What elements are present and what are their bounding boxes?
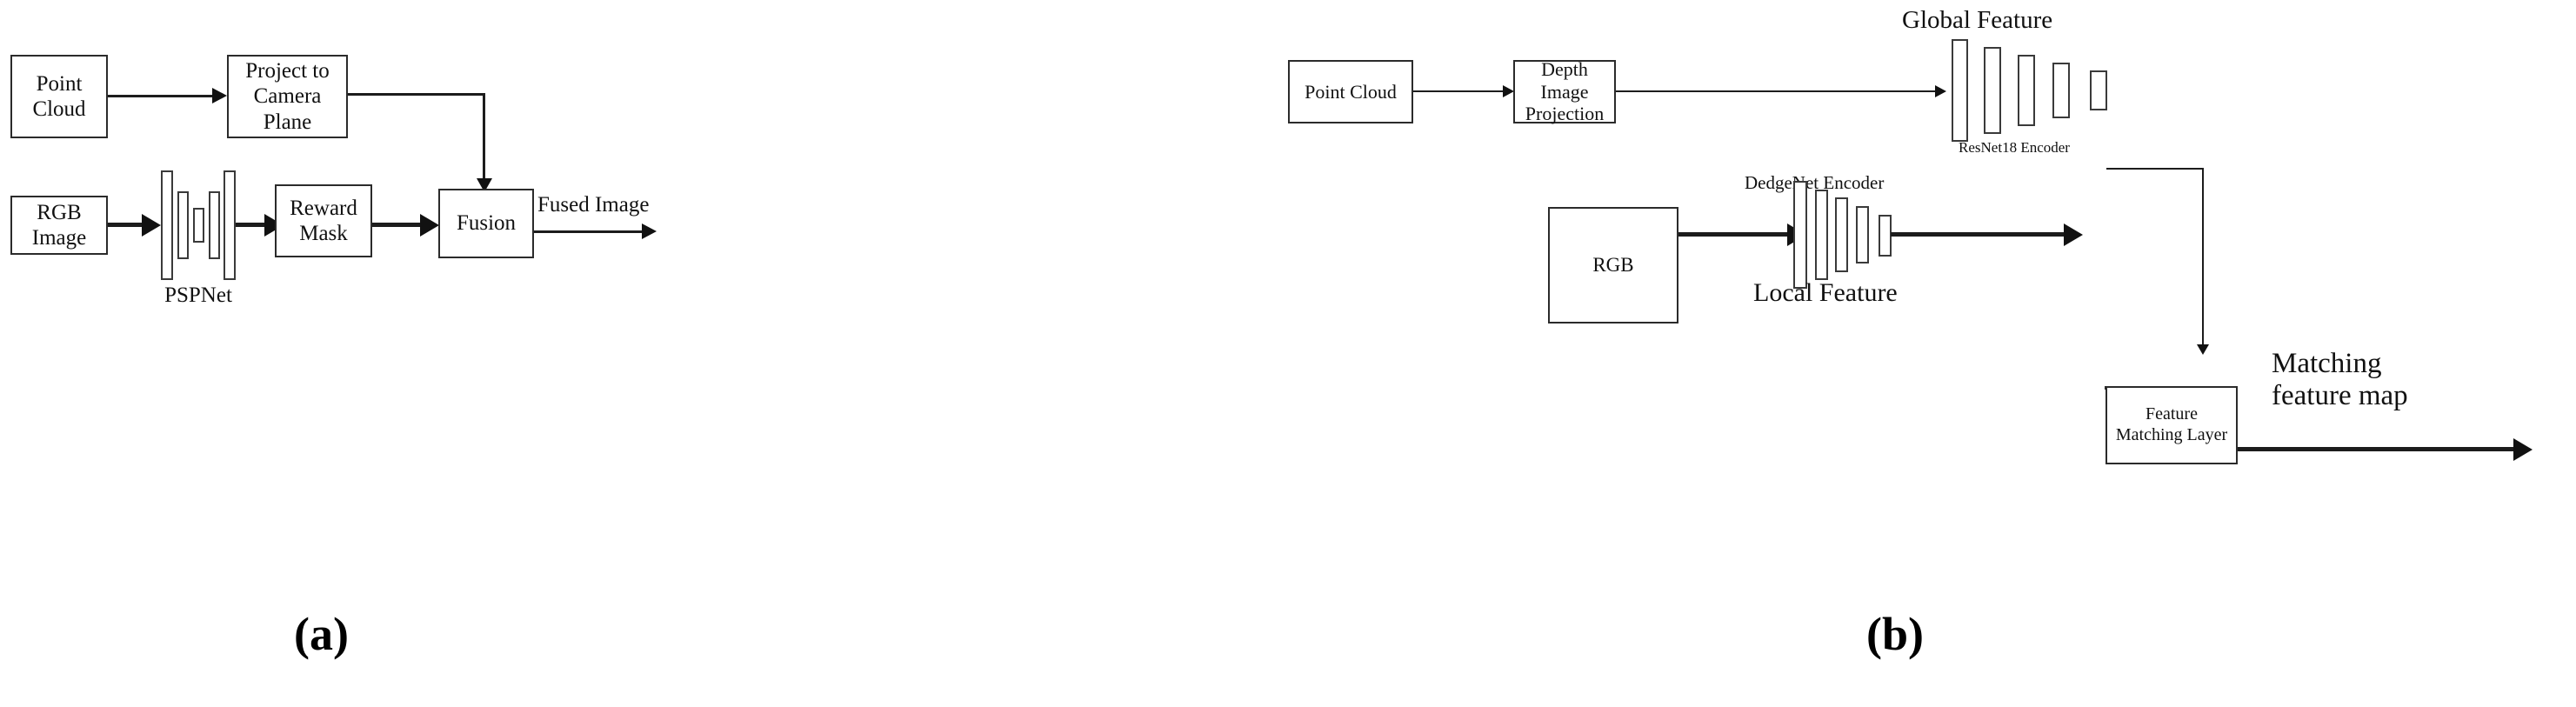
encoder-bar-resnet18-1: [1952, 39, 1968, 142]
encoder-bar-pspnet-5: [224, 170, 236, 280]
node-depth-image-projection-label: Depth Image Projection: [1525, 57, 1605, 125]
node-fusion-label: Fusion: [456, 211, 517, 236]
arrowhead-resnet-to-matching: [2197, 344, 2209, 355]
encoder-bar-dedgenet-3: [1835, 197, 1848, 272]
node-feature-matching: Feature Matching Layer: [2106, 386, 2238, 464]
label-pspnet: PSPNet: [164, 283, 232, 307]
edge-pspnet-to-reward-mask: [236, 223, 272, 227]
node-fusion: Fusion: [438, 189, 534, 258]
edge-rgb-to-dedgenet: [1678, 232, 1800, 237]
label-fused-image: Fused Image: [537, 193, 650, 217]
node-point-cloud-a: Point Cloud: [10, 55, 108, 138]
edge-pointcloud-to-project: [108, 95, 212, 97]
edge-fusion-output: [534, 230, 647, 233]
panel-caption-b: (b): [1866, 608, 1924, 660]
encoder-bar-resnet18-3: [2018, 55, 2035, 126]
edge-dedgenet-to-matching: [1891, 232, 2078, 237]
arrowhead-dedgenet-to-matching: [2064, 223, 2083, 246]
encoder-bar-resnet18-4: [2052, 63, 2070, 118]
encoder-bar-pspnet-1: [161, 170, 173, 280]
node-point-cloud-b: Point Cloud: [1288, 60, 1413, 123]
label-matching-feature-map: Matching feature map: [2272, 348, 2408, 411]
encoder-bar-resnet18-5: [2090, 70, 2107, 110]
encoder-bar-dedgenet-2: [1815, 190, 1828, 280]
edge-rgb-to-pspnet: [108, 223, 148, 227]
node-feature-matching-label: Feature Matching Layer: [2115, 404, 2228, 444]
label-resnet18-encoder: ResNet18 Encoder: [1959, 139, 2070, 156]
edge-reward-mask-to-fusion: [372, 223, 426, 227]
edge-pointcloud-to-depthproj: [1413, 90, 1509, 92]
edge-project-to-fusion-horizontal: [348, 93, 485, 96]
node-project-to-camera-plane: Project to Camera Plane: [227, 55, 348, 138]
label-dedgenet-encoder: DedgeNet Encoder: [1745, 172, 1885, 193]
encoder-bar-pspnet-2: [177, 191, 189, 259]
encoder-bar-pspnet-4: [209, 191, 220, 259]
edge-project-to-fusion-vertical: [483, 93, 485, 181]
node-rgb-b-label: RGB: [1592, 254, 1634, 277]
edge-depthproj-to-resnet: [1616, 90, 1942, 92]
encoder-bar-dedgenet-1: [1793, 181, 1807, 289]
edge-matching-output: [2238, 447, 2525, 451]
arrowhead-fusion-output: [642, 223, 657, 239]
node-project-to-camera-plane-label: Project to Camera Plane: [245, 58, 330, 134]
node-rgb-b: RGB: [1548, 207, 1678, 323]
panel-caption-a: (a): [294, 608, 349, 660]
encoder-bar-dedgenet-5: [1879, 215, 1892, 257]
label-local-feature: Local Feature: [1753, 278, 1898, 307]
node-point-cloud-a-label: Point Cloud: [32, 71, 86, 122]
node-rgb-image: RGB Image: [10, 196, 108, 255]
arrowhead-pointcloud-to-project: [212, 88, 227, 103]
node-reward-mask-label: Reward Mask: [290, 196, 357, 246]
arrowhead-reward-mask-to-fusion: [420, 214, 439, 237]
arrowhead-pointcloud-to-depthproj: [1503, 85, 1514, 97]
label-global-feature: Global Feature: [1902, 6, 2053, 34]
node-depth-image-projection: Depth Image Projection: [1513, 57, 1616, 125]
encoder-bar-resnet18-2: [1984, 47, 2001, 134]
node-point-cloud-b-label: Point Cloud: [1305, 80, 1397, 103]
encoder-bar-pspnet-3: [193, 208, 204, 243]
node-reward-mask: Reward Mask: [275, 184, 372, 257]
edge-resnet-to-matching-vertical: [2202, 168, 2204, 347]
arrowhead-rgb-to-pspnet: [142, 214, 161, 237]
encoder-bar-dedgenet-4: [1856, 206, 1869, 263]
arrowhead-depthproj-to-resnet: [1935, 85, 1946, 97]
arrowhead-matching-output: [2513, 438, 2533, 461]
node-rgb-image-label: RGB Image: [31, 200, 87, 250]
edge-resnet-to-matching-horizontal: [2106, 168, 2204, 170]
